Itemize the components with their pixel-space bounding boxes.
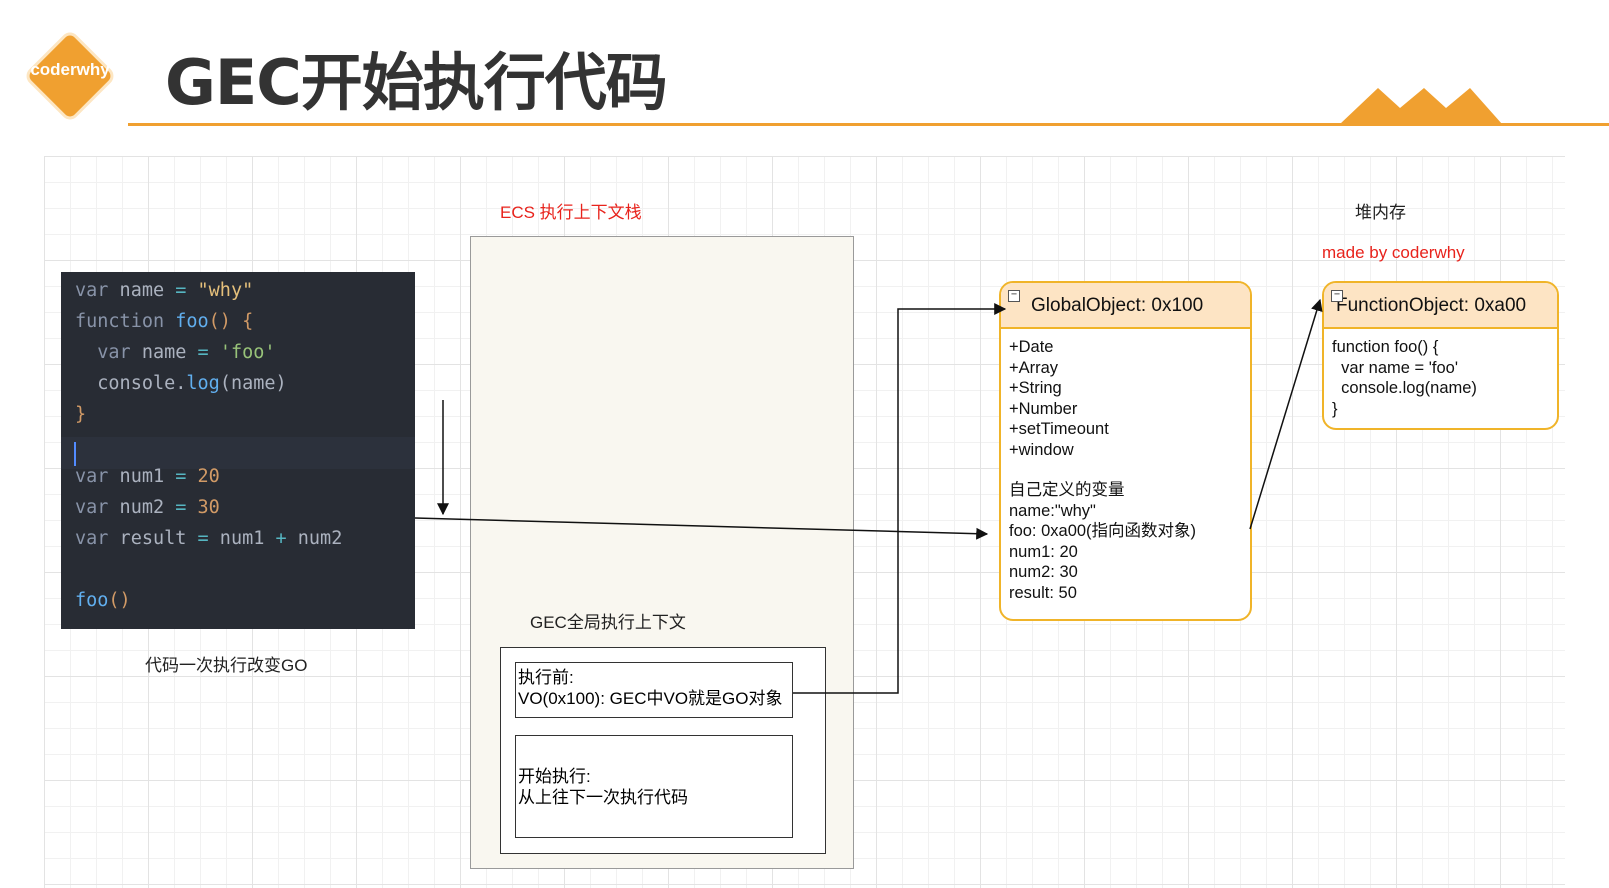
gec-start-box: 开始执行: 从上往下一次执行代码: [515, 735, 793, 838]
code-token: var: [75, 466, 109, 487]
function-body-line: function foo() {: [1332, 338, 1439, 356]
custom-vars-title: 自己定义的变量: [1009, 481, 1125, 499]
code-token: {: [242, 311, 254, 332]
mountain-decoration: [1340, 88, 1502, 124]
code-token: var: [75, 280, 109, 301]
global-var: name:"why": [1009, 501, 1096, 520]
global-prop: +window: [1009, 440, 1074, 459]
global-object-title: GlobalObject: 0x100: [1031, 295, 1204, 316]
global-prop: +setTimeount: [1009, 420, 1109, 438]
logo-diamond: [26, 32, 114, 120]
gec-label: GEC全局执行上下文: [530, 613, 686, 632]
code-token: function: [75, 311, 165, 332]
start-text: 从上往下一次执行代码: [518, 788, 688, 807]
global-prop: +Date: [1009, 338, 1054, 356]
code-token: =: [175, 466, 187, 487]
global-var: result: 50: [1009, 583, 1077, 602]
code-token: +: [275, 528, 287, 549]
vo-to-global-arrow: [793, 303, 1007, 694]
code-token: num1: [208, 528, 276, 549]
code-line: var num2 = 30: [75, 492, 220, 523]
code-line: foo(): [75, 585, 131, 616]
code-editor: var name = "why"function foo() { var nam…: [61, 272, 415, 629]
function-body-line: console.log(name): [1332, 379, 1477, 397]
code-line: var name = 'foo': [75, 337, 276, 368]
code-token: =: [175, 497, 187, 518]
global-var: num2: 30: [1009, 563, 1078, 581]
code-caption: 代码一次执行改变GO: [145, 656, 308, 675]
global-prop: +Number: [1009, 399, 1078, 418]
code-token: (name): [219, 373, 287, 394]
code-token: name: [130, 342, 198, 363]
code-token: =: [175, 280, 187, 301]
global-object-box: − GlobalObject: 0x100 +Date +Array +String…: [999, 281, 1252, 621]
code-token: num2: [286, 528, 343, 549]
global-object-body: +Date +Array +String +Number +setTimeount +wi…: [1001, 329, 1250, 603]
code-line: }: [75, 399, 86, 430]
code-token: num2: [108, 497, 176, 518]
code-token: (): [108, 590, 131, 611]
made-by-label: made by coderwhy: [1322, 243, 1465, 262]
code-token: num1: [108, 466, 176, 487]
start-title: 开始执行:: [518, 767, 591, 786]
code-token: (): [208, 311, 231, 332]
code-token: 'foo': [219, 342, 276, 363]
code-to-global-arrow: [414, 517, 989, 540]
code-token: name: [108, 280, 176, 301]
function-object-box: − FunctionObject: 0xa00 function foo() {…: [1322, 281, 1559, 430]
code-token: }: [75, 404, 87, 425]
code-line: var name = "why": [75, 275, 253, 306]
code-token: 30: [197, 497, 220, 518]
code-token: foo: [175, 311, 209, 332]
code-token: result: [108, 528, 198, 549]
code-token: "why": [197, 280, 254, 301]
global-object-header: − GlobalObject: 0x100: [1001, 283, 1250, 329]
foo-to-function-arrow: [1249, 298, 1323, 530]
collapse-icon[interactable]: −: [1008, 290, 1020, 302]
code-line: console.log(name): [75, 368, 287, 399]
code-token: var: [97, 342, 131, 363]
text-cursor: [74, 442, 76, 466]
global-var: num1: 20: [1009, 542, 1078, 561]
heap-label: 堆内存: [1355, 203, 1406, 222]
logo-text: coderwhy: [30, 60, 110, 79]
function-body-line: }: [1332, 399, 1338, 418]
function-body-line: var name = 'foo': [1332, 358, 1458, 377]
global-prop: +Array: [1009, 358, 1059, 377]
code-token: var: [75, 497, 109, 518]
code-token: =: [197, 528, 209, 549]
gec-before-box: 执行前: VO(0x100): GEC中VO就是GO对象: [515, 662, 793, 718]
code-token: 20: [197, 466, 220, 487]
global-var: foo: 0xa00(指向函数对象): [1009, 522, 1197, 540]
code-token: console.: [75, 373, 187, 394]
function-object-header: − FunctionObject: 0xa00: [1324, 283, 1557, 329]
code-line: var result = num1 + num2: [75, 523, 342, 554]
function-object-title: FunctionObject: 0xa00: [1336, 295, 1527, 316]
code-line: function foo() {: [75, 306, 253, 337]
code-token: var: [75, 528, 109, 549]
before-title: 执行前:: [518, 668, 574, 687]
function-object-body: function foo() { var name = 'foo' consol…: [1324, 329, 1557, 419]
ecs-label: ECS 执行上下文栈: [500, 203, 642, 222]
header-divider: [128, 123, 1609, 126]
code-token: =: [197, 342, 209, 363]
code-token: foo: [75, 590, 109, 611]
global-prop: +String: [1009, 379, 1062, 397]
code-line: var num1 = 20: [75, 461, 220, 492]
code-token: log: [186, 373, 220, 394]
collapse-icon[interactable]: −: [1331, 290, 1343, 302]
page-title: GEC开始执行代码: [165, 46, 668, 119]
before-text: VO(0x100): GEC中VO就是GO对象: [518, 689, 783, 708]
current-line-highlight: [61, 437, 415, 469]
